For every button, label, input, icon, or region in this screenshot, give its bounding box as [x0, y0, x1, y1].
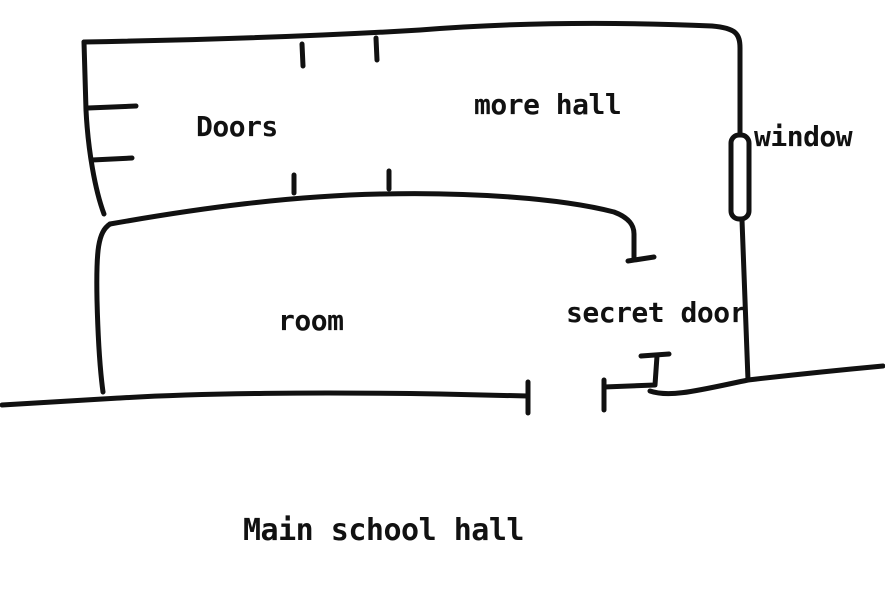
- secret-door-lower-wall: [601, 353, 660, 390]
- label-doors: Doors: [196, 110, 278, 143]
- room-wall-left: [94, 221, 113, 395]
- label-room: room: [278, 304, 343, 337]
- window-shape: [728, 132, 752, 222]
- label-more-hall: more hall: [474, 88, 621, 121]
- upper-hall-wall-top: [81, 20, 743, 138]
- label-main-school-hall: Main school hall: [243, 513, 524, 548]
- room-wall-top: [107, 191, 637, 261]
- label-secret-door: secret door: [566, 296, 746, 329]
- door-mark-left-2: [89, 155, 135, 163]
- door-mark-top-2: [373, 35, 380, 63]
- secret-door-mark-bottom: [638, 351, 672, 359]
- upper-hall-wall-left: [81, 39, 107, 217]
- door-mark-top-1: [299, 41, 306, 69]
- upper-hall-wall-right: [739, 217, 751, 383]
- main-hall-wall-right: [647, 363, 885, 397]
- label-window: window: [754, 120, 853, 153]
- secret-door-mark-top: [625, 254, 657, 264]
- main-hall-wall-left: [0, 390, 531, 408]
- door-mark-left-1: [85, 103, 139, 111]
